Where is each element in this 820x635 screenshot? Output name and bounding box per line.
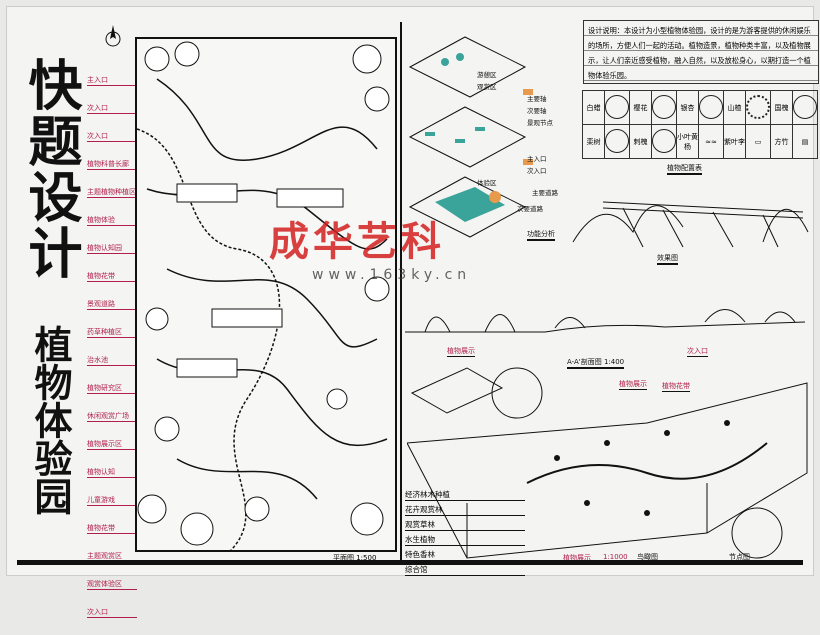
tree-symbol-icon (652, 128, 676, 153)
section-label: 次入口 (687, 347, 708, 357)
plan-label: 治水池 (87, 355, 137, 366)
plant-name: 刺槐 (629, 124, 652, 159)
plan-label: 主题植物种植区 (87, 188, 137, 198)
plan-label: 次入口 (87, 131, 137, 142)
north-arrow-icon (105, 25, 121, 47)
plant-name: 方竹 (770, 124, 793, 159)
plant-name: 白蜡 (582, 90, 605, 125)
plant-name: 樱花 (629, 90, 652, 125)
plant-name: 银杏 (676, 90, 699, 125)
aerial-label: 植物展示 (619, 380, 647, 390)
plan-label: 休闲观赏广场 (87, 411, 137, 422)
bottom-border (17, 560, 803, 565)
plan-label: 植物花带 (87, 271, 137, 282)
tree-symbol-icon (699, 94, 723, 119)
function-label: 观赏区 (477, 83, 497, 91)
function-label: 次要道路 (517, 205, 543, 213)
plant-name: 小叶黄杨 (676, 124, 699, 159)
function-label: 次要轴 (527, 107, 547, 115)
plan-label: 药草种植区 (87, 327, 137, 338)
function-analysis-diagram (408, 36, 533, 238)
plan-label: 景观道路 (87, 299, 137, 310)
plan-labels: 主入口 次入口 次入口 植物科普长廊 主题植物种植区 植物体验 植物认知园 植物… (87, 75, 137, 635)
function-label: 主要道路 (532, 189, 558, 197)
section-drawing (405, 309, 806, 333)
poster-subtitle: 植物体验园 (28, 325, 72, 515)
plant-name: 山楂 (723, 90, 746, 125)
tree-symbol-icon (746, 94, 770, 119)
plan-label: 植物认知 (87, 467, 137, 478)
legend-item: 水生植物 (405, 534, 525, 546)
aerial-drawing (407, 367, 808, 559)
function-label: 主要轴 (527, 95, 547, 103)
plan-label: 植物展示区 (87, 439, 137, 450)
watermark-url: www.163ky.cn (312, 267, 472, 283)
site-plan-drawing (137, 41, 390, 550)
effect-drawing (572, 201, 809, 248)
plan-label: 植物花带 (87, 523, 137, 534)
function-label: 主入口 (527, 155, 547, 163)
function-label: 体验区 (477, 179, 497, 187)
plan-label: 儿童游戏 (87, 495, 137, 506)
poster-sheet: 快题设计 植物体验园 主入口 次入口 次入口 植物科普长廊 主题植物种植区 植物… (6, 6, 819, 618)
site-plan (135, 37, 397, 552)
plant-name: 国槐 (770, 90, 793, 125)
plan-label: 植物研究区 (87, 383, 137, 394)
tree-symbol-icon (793, 94, 817, 119)
section-label: 植物展示 (447, 347, 475, 357)
poster-title: 快题设计 (19, 57, 82, 281)
function-analysis-caption: 功能分析 (527, 229, 555, 241)
aerial-legend: 经济林木种植 花卉观赏林 观赏草林 水生植物 特色香林 综合馆 (405, 489, 565, 579)
plan-label: 植物科普长廊 (87, 159, 137, 170)
section-caption: A-A'剖面图 1:400 (567, 357, 625, 369)
legend-item: 经济林木种植 (405, 489, 525, 501)
legend-item: 综合馆 (405, 564, 525, 576)
plan-label: 植物体验 (87, 215, 137, 226)
function-label: 次入口 (527, 167, 547, 175)
plant-name: 栾树 (582, 124, 605, 159)
watermark-brand: 成华艺科 (269, 219, 445, 265)
plan-label: 主入口 (87, 75, 137, 86)
legend-item: 花卉观赏林 (405, 504, 525, 516)
function-label: 游憩区 (477, 71, 497, 79)
legend-item: 观赏草林 (405, 519, 525, 531)
effect-caption: 效果图 (657, 253, 678, 265)
plant-name: 紫叶李 (723, 124, 746, 159)
function-label: 景观节点 (527, 119, 553, 127)
tree-symbol-icon (605, 128, 629, 153)
design-description: 设计说明：本设计为小型植物体验园，设计的是为游客提供的休闲娱乐的场所，方便人们一… (583, 20, 819, 84)
tree-symbol-icon (652, 94, 676, 119)
plan-label: 植物认知园 (87, 243, 137, 254)
plan-label: 次入口 (87, 607, 137, 618)
plant-table: 白蜡 樱花 银杏 山楂 国槐 栾树 刺槐 小叶黄杨≈≈ 紫叶李▭ 方竹▤ (582, 90, 818, 159)
divider (400, 22, 402, 562)
tree-symbol-icon (605, 94, 629, 119)
plan-label: 次入口 (87, 103, 137, 114)
aerial-label: 植物花带 (662, 382, 690, 392)
plant-table-caption: 植物配置表 (667, 163, 702, 175)
